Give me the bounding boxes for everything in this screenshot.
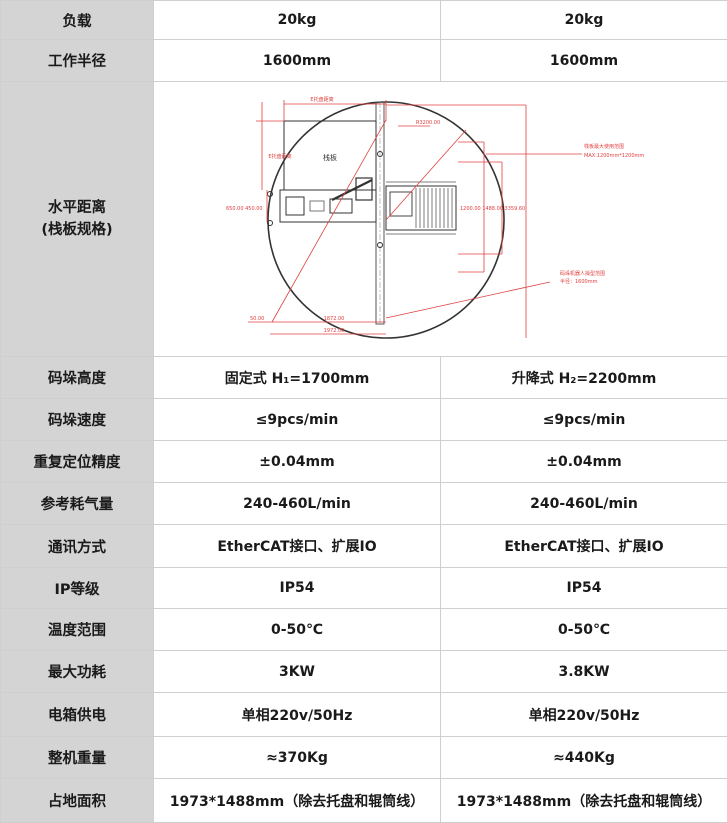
value-col2: 0-50℃: [441, 609, 727, 651]
row-label: 最大功耗: [1, 651, 154, 693]
value-col2: 240-460L/min: [441, 483, 727, 525]
value-col2: ≈440Kg: [441, 737, 727, 779]
value-col1: 1600mm: [154, 40, 441, 82]
row-label-horizontal-distance: 水平距离 (栈板规格): [1, 82, 154, 357]
value-col2: 单相220v/50Hz: [441, 693, 727, 737]
spec-row-power: 最大功耗 3KW 3.8KW: [1, 651, 727, 693]
value-col2: IP54: [441, 568, 727, 609]
value-col1: 单相220v/50Hz: [154, 693, 441, 737]
row-label: 参考耗气量: [1, 483, 154, 525]
radius-label: R3200.00: [416, 120, 440, 126]
callout-range-line1: 栈板最大使用范围: [584, 143, 624, 150]
dim-50: 50.00: [250, 316, 264, 322]
spec-row-ip-rating: IP等级 IP54 IP54: [1, 568, 727, 609]
layout-diagram: 栈板: [154, 82, 727, 354]
row-label: IP等级: [1, 568, 154, 609]
spec-row-stack-speed: 码垛速度 ≤9pcs/min ≤9pcs/min: [1, 399, 727, 441]
row-label: 码垛速度: [1, 399, 154, 441]
spec-row-stack-height: 码垛高度 固定式 H₁=1700mm 升降式 H₂=2200mm: [1, 357, 727, 399]
value-col2: 升降式 H₂=2200mm: [441, 357, 727, 399]
callout-range-line2: MAX:1200mm*1200mm: [584, 153, 644, 159]
spec-row-footprint: 占地面积 1973*1488mm（除去托盘和辊筒线） 1973*1488mm（除…: [1, 779, 727, 823]
row-label: 负载: [1, 1, 154, 40]
row-label: 电箱供电: [1, 693, 154, 737]
robot-base: [280, 190, 376, 222]
value-col2: 1600mm: [441, 40, 727, 82]
value-col2: ≤9pcs/min: [441, 399, 727, 441]
label-line2: (栈板规格): [1, 219, 153, 241]
value-col1: 3KW: [154, 651, 441, 693]
row-label: 整机重量: [1, 737, 154, 779]
value-col1: 0-50℃: [154, 609, 441, 651]
row-label: 温度范围: [1, 609, 154, 651]
value-col1: 固定式 H₁=1700mm: [154, 357, 441, 399]
left-dim-values: 650.00 450.00: [226, 206, 263, 212]
pallet-label: 栈板: [323, 153, 337, 162]
dim-1872: 1872.00: [324, 316, 345, 322]
right-dim-values: 1200.00 1488.00 3359.60: [460, 206, 525, 212]
value-col1: 1973*1488mm（除去托盘和辊筒线）: [154, 779, 441, 823]
callout-work-line1: 码垛机器人操型范围: [560, 270, 605, 277]
value-col1: EtherCAT接口、扩展IO: [154, 525, 441, 568]
spec-row-power-supply: 电箱供电 单相220v/50Hz 单相220v/50Hz: [1, 693, 727, 737]
row-label: 工作半径: [1, 40, 154, 82]
callout-work-line2: 半径：1600mm: [560, 278, 598, 285]
spec-row-communication: 通讯方式 EtherCAT接口、扩展IO EtherCAT接口、扩展IO: [1, 525, 727, 568]
row-label: 重复定位精度: [1, 441, 154, 483]
spec-row-load: 负载 20kg 20kg: [1, 1, 727, 40]
dim-1972: 1972.00: [324, 328, 345, 334]
value-col1: ±0.04mm: [154, 441, 441, 483]
top-dim-label: E托盘距离: [310, 96, 333, 103]
value-col2: ±0.04mm: [441, 441, 727, 483]
value-col2: 20kg: [441, 1, 727, 40]
spec-row-radius: 工作半径 1600mm 1600mm: [1, 40, 727, 82]
value-col1: 240-460L/min: [154, 483, 441, 525]
value-col2: 3.8KW: [441, 651, 727, 693]
left-dim-label: E托盘距离: [268, 153, 291, 160]
row-label: 码垛高度: [1, 357, 154, 399]
spec-row-temperature: 温度范围 0-50℃ 0-50℃: [1, 609, 727, 651]
spec-row-horizontal-distance: 水平距离 (栈板规格) 栈板: [1, 82, 727, 357]
spec-row-air-consumption: 参考耗气量 240-460L/min 240-460L/min: [1, 483, 727, 525]
value-col1: 20kg: [154, 1, 441, 40]
value-col1: IP54: [154, 568, 441, 609]
value-col1: ≤9pcs/min: [154, 399, 441, 441]
layout-diagram-cell: 栈板: [154, 82, 727, 357]
row-label: 通讯方式: [1, 525, 154, 568]
value-col2: 1973*1488mm（除去托盘和辊筒线）: [441, 779, 727, 823]
label-line1: 水平距离: [1, 197, 153, 219]
spec-row-repeatability: 重复定位精度 ±0.04mm ±0.04mm: [1, 441, 727, 483]
value-col2: EtherCAT接口、扩展IO: [441, 525, 727, 568]
row-label: 占地面积: [1, 779, 154, 823]
spec-row-weight: 整机重量 ≈370Kg ≈440Kg: [1, 737, 727, 779]
value-col1: ≈370Kg: [154, 737, 441, 779]
